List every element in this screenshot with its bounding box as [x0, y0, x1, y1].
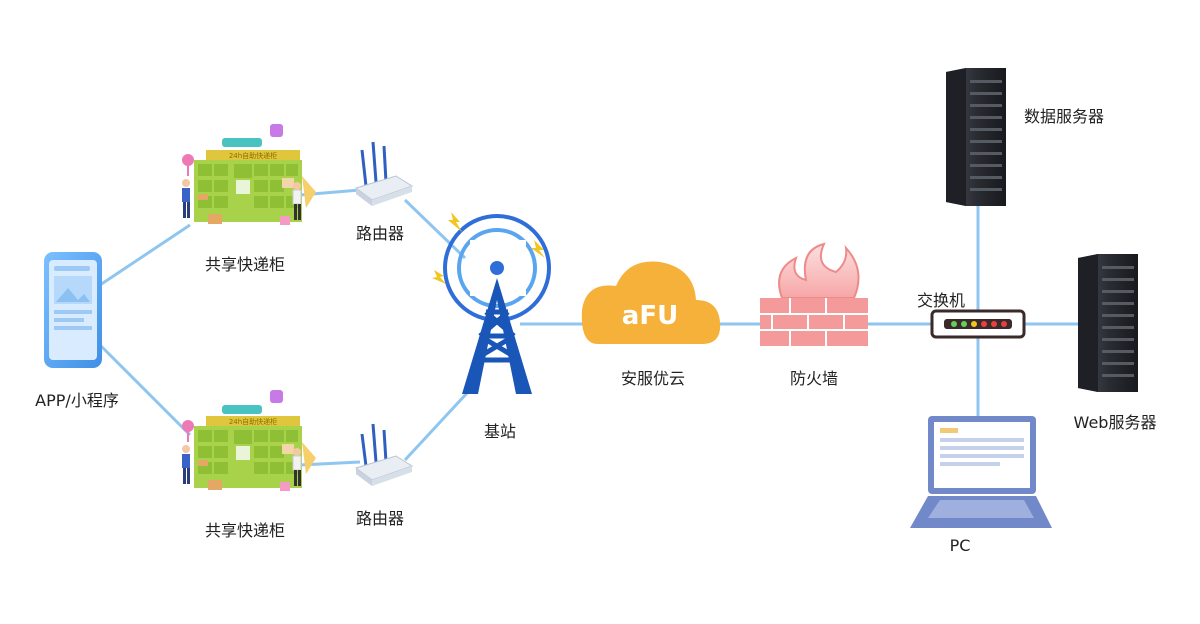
pc-label: PC: [949, 536, 971, 555]
locker-icon-top: 24h自助快递柜: [182, 124, 316, 225]
locker-banner-bottom: 24h自助快递柜: [229, 417, 277, 426]
locker-banner-top: 24h自助快递柜: [229, 151, 277, 160]
router-icon-bottom: [354, 423, 414, 486]
router-bottom-label: 路由器: [355, 509, 405, 528]
app-label: APP/小程序: [35, 391, 119, 410]
switch-icon: [930, 309, 1026, 339]
link-app-locker-top: [99, 223, 191, 287]
locker-bottom-label: 共享快递柜: [204, 521, 286, 540]
db-server-label: 数据服务器: [1024, 107, 1105, 126]
base-station-tower-icon: [432, 212, 551, 394]
router-top-label: 路由器: [355, 224, 405, 243]
base-station-label: 基站: [483, 422, 517, 441]
firewall-label: 防火墙: [789, 369, 839, 388]
switch-label: 交换机: [916, 291, 966, 310]
cloud-logo: aFU: [622, 301, 678, 331]
locker-icon-bottom: 24h自助快递柜: [182, 390, 316, 491]
web-server-icon: [1078, 254, 1138, 392]
cloud-label: 安服优云: [620, 369, 686, 388]
db-server-icon: [946, 68, 1006, 206]
router-icon-top: [354, 141, 414, 206]
link-router-station-top: [403, 198, 467, 260]
firewall-icon: [760, 242, 868, 346]
locker-top-label: 共享快递柜: [204, 255, 286, 274]
phone-icon: [44, 252, 102, 368]
web-server-label: Web服务器: [1073, 413, 1157, 432]
link-router-station-bottom: [403, 390, 470, 462]
laptop-pc-icon: [910, 416, 1052, 528]
cloud-icon: aFU: [581, 261, 721, 344]
link-app-locker-bottom: [98, 343, 192, 437]
